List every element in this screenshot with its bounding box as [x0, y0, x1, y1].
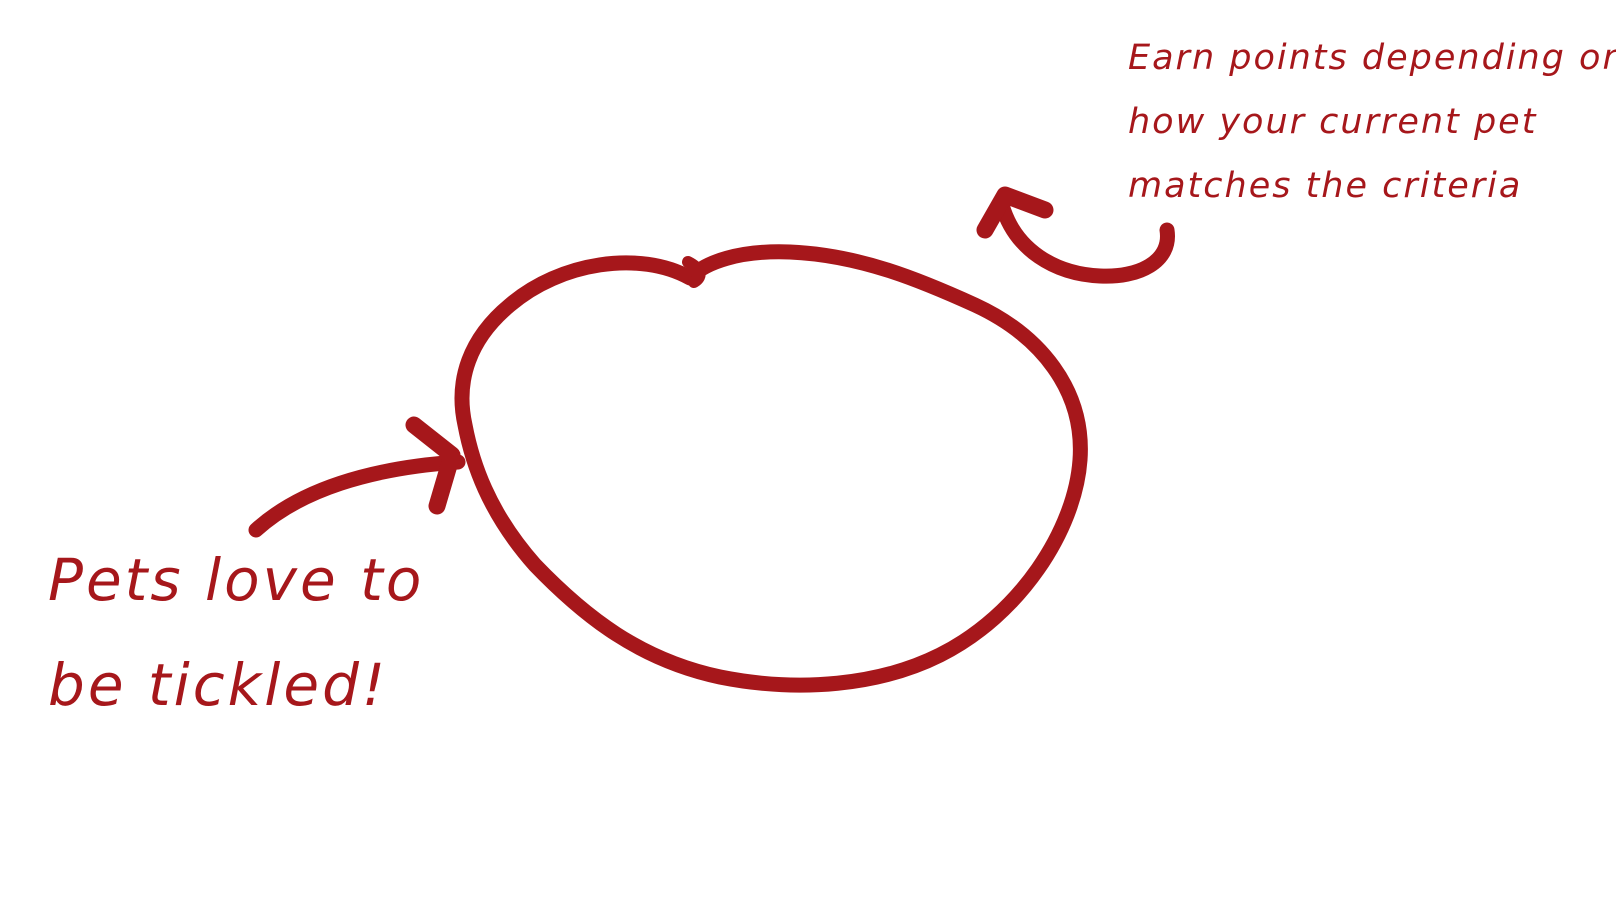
tickle-arrow-shaft — [248, 454, 466, 538]
pet-area-circle — [454, 244, 1088, 693]
points-criteria-note: Earn points depending on how your curren… — [1128, 26, 1616, 218]
points-note-line-1: Earn points depending on — [1128, 38, 1616, 78]
tickle-note-line-2: be tickled! — [48, 651, 389, 719]
points-arrow-head — [976, 186, 1054, 239]
points-note-line-3: matches the criteria — [1128, 166, 1523, 206]
tickle-note-line-1: Pets love to — [48, 546, 425, 614]
tickle-note: Pets love to be tickled! — [48, 528, 424, 738]
points-note-line-2: how your current pet — [1128, 102, 1538, 142]
circle-overlap-stroke — [682, 256, 706, 288]
tickle-arrow-head — [405, 416, 461, 515]
points-arrow-shaft — [994, 197, 1175, 284]
